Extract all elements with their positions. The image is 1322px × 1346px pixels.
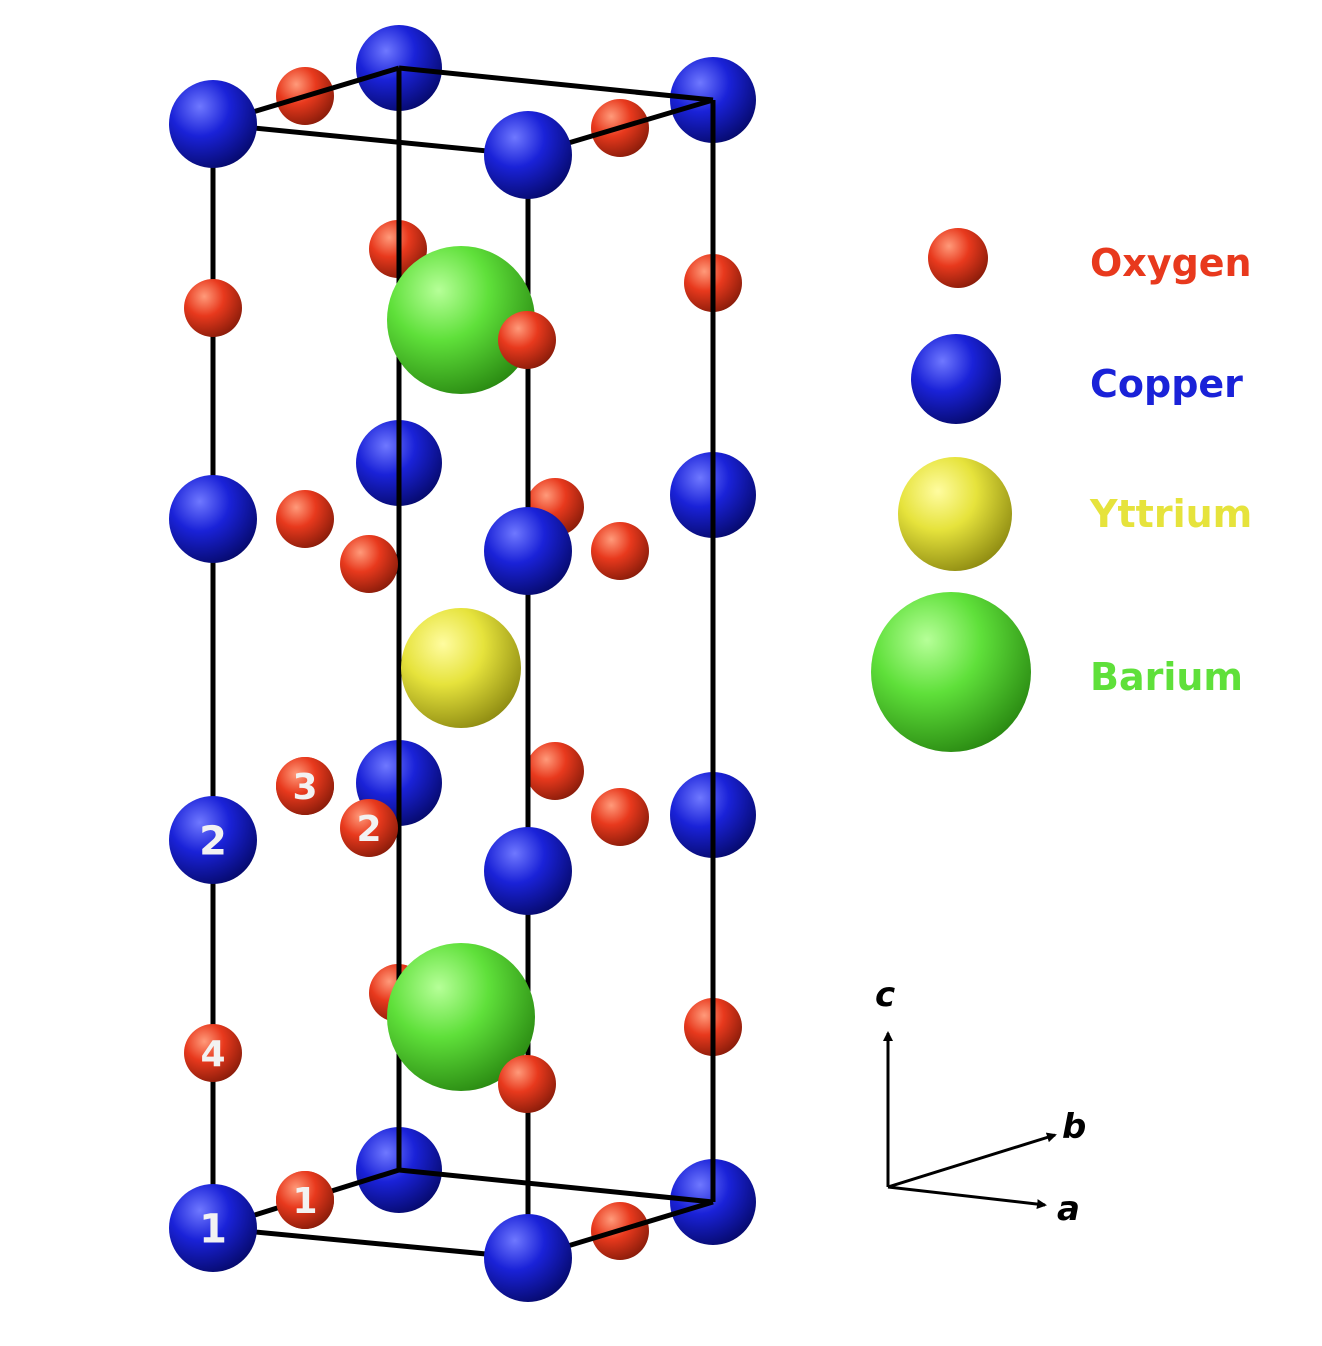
- oxygen-site-1: [276, 1171, 334, 1229]
- cell-edge: [212, 1225, 529, 1261]
- legend-oxygen-label: Oxygen: [1090, 241, 1252, 285]
- legend-yttrium-label: Yttrium: [1089, 492, 1252, 536]
- oxygen-site-2-label: 2: [356, 809, 381, 850]
- cell-edge: [398, 65, 714, 103]
- oxygen-atom: [340, 535, 398, 593]
- oxygen-site-3: [276, 757, 334, 815]
- barium-atom: [387, 943, 535, 1091]
- oxygen-site-2: [340, 799, 398, 857]
- legend-oxygen-swatch: [928, 228, 988, 288]
- oxygen-site-3-label: 3: [292, 767, 317, 808]
- legend-copper-label: Copper: [1090, 362, 1243, 406]
- b-axis-label: b: [1062, 1107, 1086, 1147]
- oxygen-atom: [276, 490, 334, 548]
- legend-yttrium-swatch: [898, 457, 1012, 571]
- copper-site-2: [169, 796, 257, 884]
- copper-site-1-label: 1: [199, 1206, 227, 1252]
- copper-atom: [484, 827, 572, 915]
- a-axis-label: a: [1057, 1189, 1080, 1229]
- oxygen-atom: [184, 279, 242, 337]
- copper-atom: [484, 507, 572, 595]
- barium-atom: [387, 246, 535, 394]
- copper-atom: [484, 111, 572, 199]
- oxygen-atom: [591, 788, 649, 846]
- oxygen-atom: [498, 311, 556, 369]
- b-axis-arrow: [887, 1132, 1057, 1189]
- c-axis-label: c: [875, 975, 895, 1015]
- legend-barium-swatch: [871, 592, 1031, 752]
- oxygen-site-4: [184, 1024, 242, 1082]
- legend-barium-label: Barium: [1090, 655, 1243, 699]
- copper-site-1: [169, 1184, 257, 1272]
- axes-indicator: c b a: [875, 975, 1086, 1229]
- yttrium-atom: [401, 608, 521, 728]
- oxygen-atom: [591, 522, 649, 580]
- oxygen-atom: [498, 1055, 556, 1113]
- copper-site-2-label: 2: [199, 818, 227, 864]
- copper-atom: [169, 80, 257, 168]
- oxygen-site-4-label: 4: [200, 1034, 225, 1075]
- cell-edge: [212, 121, 529, 158]
- copper-atom: [484, 1214, 572, 1302]
- oxygen-atom: [526, 742, 584, 800]
- oxygen-site-1-label: 1: [292, 1181, 317, 1222]
- a-axis-arrow: [887, 1185, 1047, 1210]
- cell-edge: [398, 1167, 714, 1205]
- copper-atom: [169, 475, 257, 563]
- legend-copper-swatch: [911, 334, 1001, 424]
